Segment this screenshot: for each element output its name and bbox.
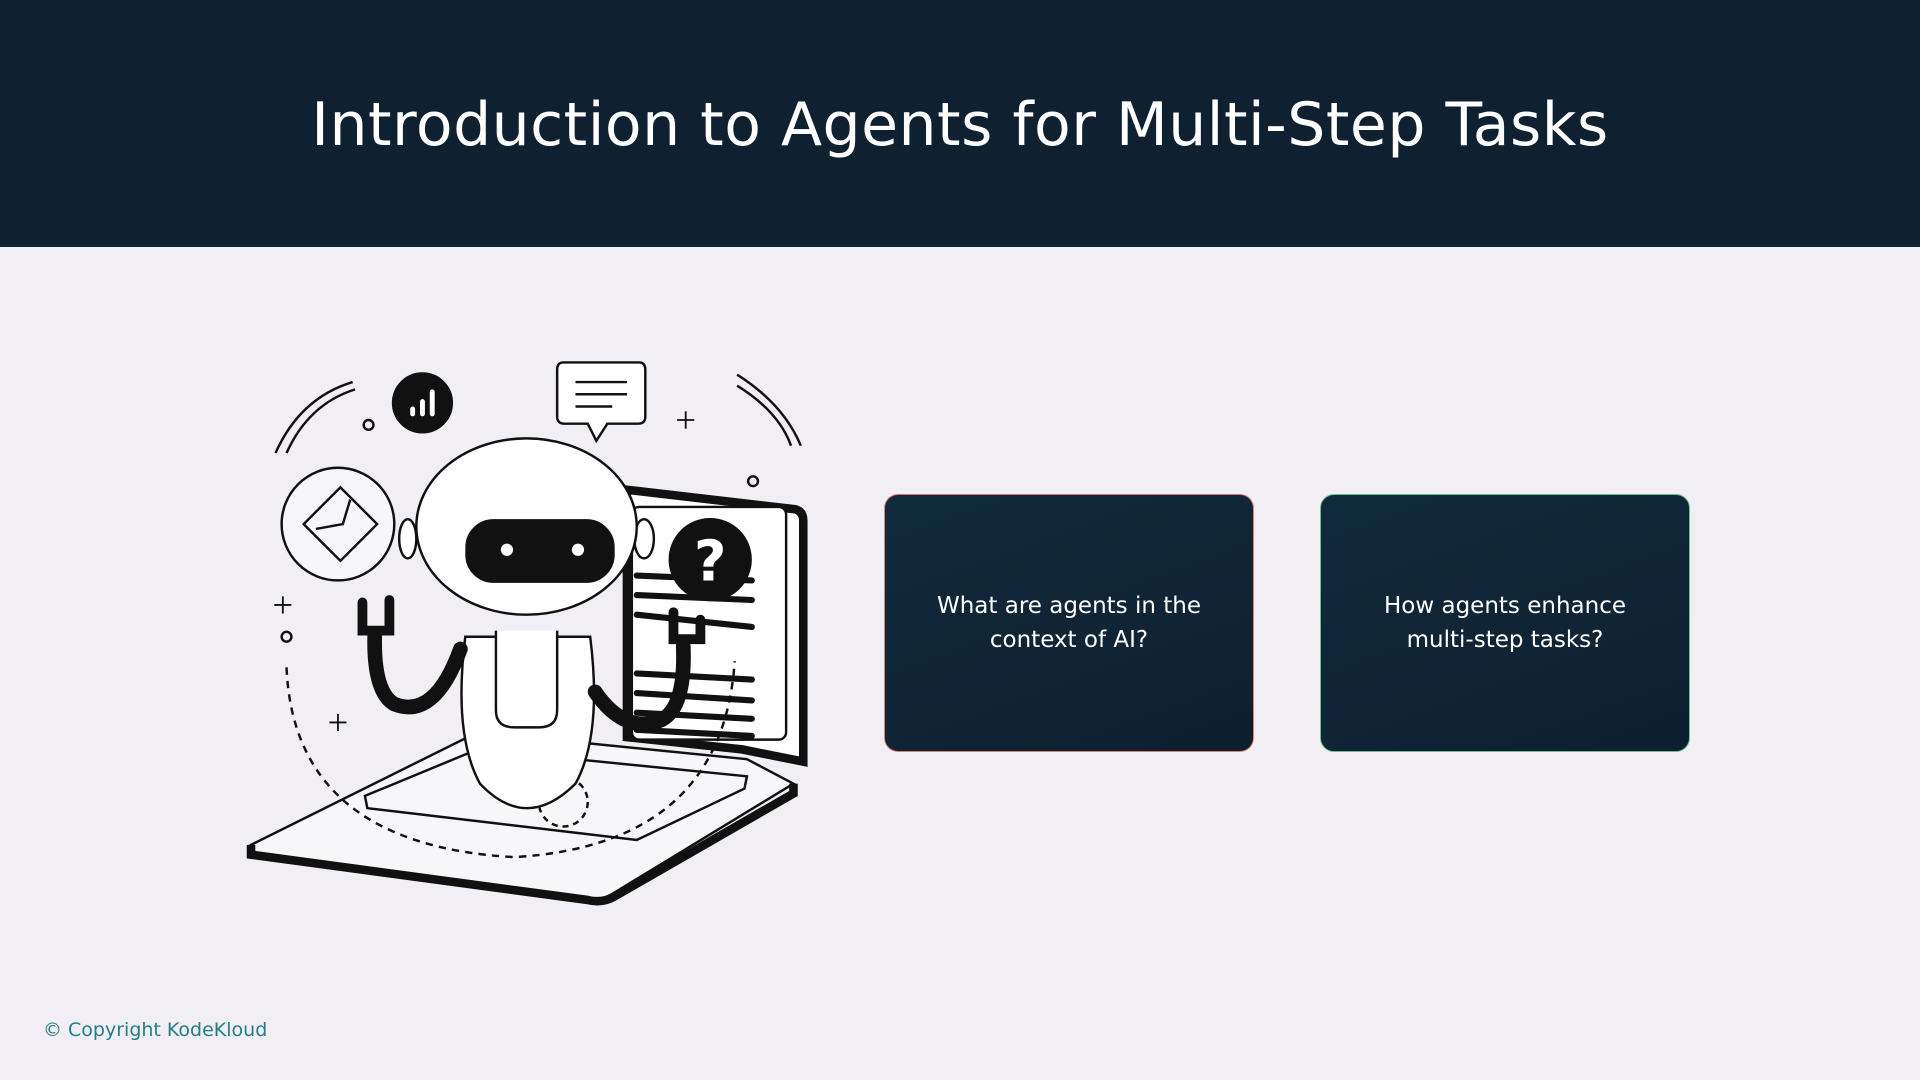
envelope-icon <box>280 466 396 582</box>
topic-card-agents-context[interactable]: What are agents in the context of AI? <box>884 494 1254 752</box>
svg-text:?: ? <box>694 529 727 594</box>
chat-bubble-icon <box>555 361 647 444</box>
laptop-icon <box>246 484 808 906</box>
topic-card-text: What are agents in the context of AI? <box>936 593 1201 653</box>
topic-card-text: How agents enhance multi-step tasks? <box>1384 593 1626 653</box>
slide-header: Introduction to Agents for Multi-Step Ta… <box>0 0 1920 247</box>
slide-title: Introduction to Agents for Multi-Step Ta… <box>311 89 1609 160</box>
topic-card-multi-step[interactable]: How agents enhance multi-step tasks? <box>1320 494 1690 752</box>
robot-icon <box>357 437 706 810</box>
question-mark-icon: ? <box>668 517 752 602</box>
chart-bars-icon <box>391 372 454 434</box>
copyright-footer: © Copyright KodeKloud <box>43 1019 268 1041</box>
